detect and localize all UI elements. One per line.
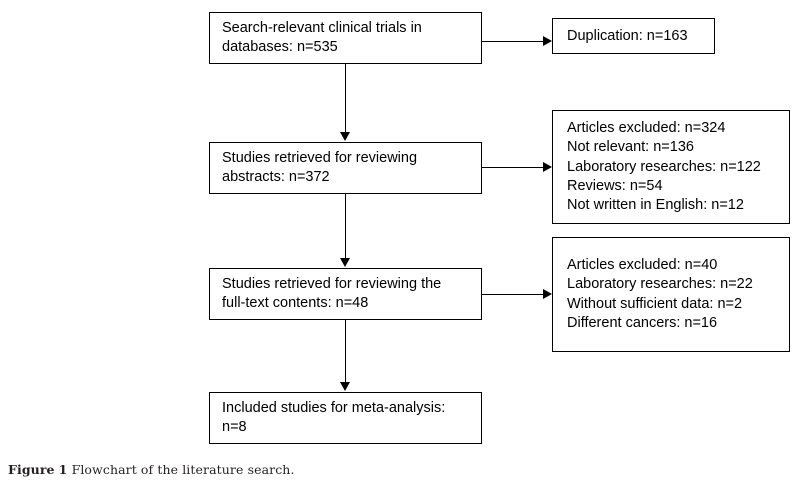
flow-node-fulltext: Studies retrieved for reviewing the full…	[209, 268, 482, 320]
flow-node-excluded-abstracts: Articles excluded: n=324 Not relevant: n…	[552, 110, 790, 224]
flow-node-abstracts: Studies retrieved for reviewing abstract…	[209, 142, 482, 194]
connector-abstracts-to-fulltext-arrow	[339, 258, 350, 267]
figure-caption-number: 1	[58, 462, 68, 477]
connector-fulltext-to-included-arrow	[339, 382, 350, 391]
flow-node-duplication: Duplication: n=163	[552, 18, 715, 54]
figure-caption-label: Figure	[8, 462, 55, 477]
flow-node-included: Included studies for meta-analysis: n=8	[209, 392, 482, 444]
connector-abstracts-to-fulltext-line	[345, 194, 346, 259]
flow-node-search: Search-relevant clinical trials in datab…	[209, 12, 482, 64]
figure-caption: Figure 1 Flowchart of the literature sea…	[8, 462, 295, 477]
connector-abstracts-to-excluded-arrow	[543, 161, 552, 172]
connector-search-to-duplication-line	[482, 41, 544, 42]
connector-abstracts-to-excluded-line	[482, 167, 544, 168]
connector-search-to-abstracts-arrow	[339, 132, 350, 141]
flow-node-excluded-fulltext: Articles excluded: n=40 Laboratory resea…	[552, 237, 790, 352]
connector-fulltext-to-excluded-line	[482, 294, 544, 295]
connector-search-to-abstracts-line	[345, 64, 346, 133]
connector-fulltext-to-included-line	[345, 320, 346, 383]
connector-fulltext-to-excluded-arrow	[543, 288, 552, 299]
figure-caption-text: Flowchart of the literature search.	[71, 462, 295, 477]
connector-search-to-duplication-arrow	[543, 35, 552, 46]
